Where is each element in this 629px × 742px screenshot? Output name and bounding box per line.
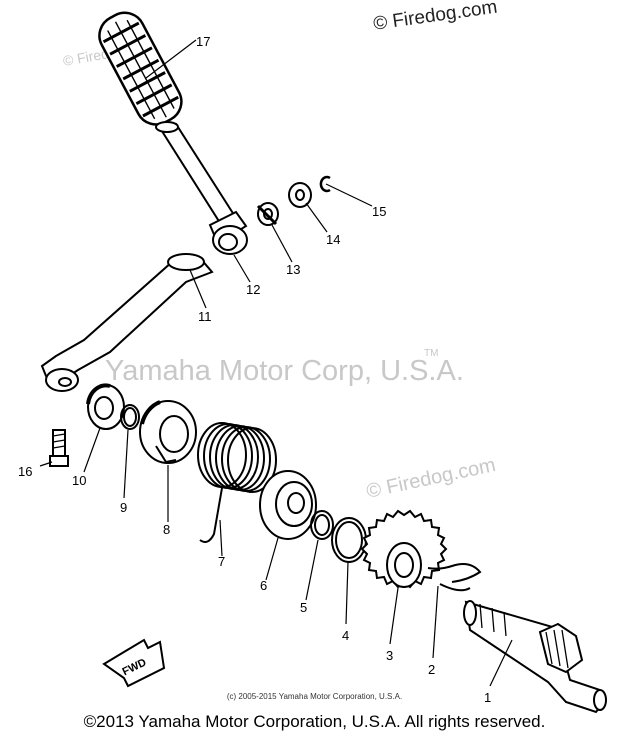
part-bolt — [49, 429, 69, 467]
callout-16: 16 — [18, 464, 32, 479]
part-circlip-5 — [310, 510, 334, 540]
tm-mark: TM — [424, 348, 438, 359]
callout-leaders — [39, 39, 513, 687]
callout-9: 9 — [120, 500, 127, 515]
part-kick-gear — [360, 509, 448, 589]
callout-6: 6 — [260, 578, 267, 593]
part-washer-14 — [288, 182, 312, 208]
callout-1: 1 — [484, 690, 491, 705]
part-ratchet-clip — [427, 563, 482, 592]
footer-copyright: ©2013 Yamaha Motor Corporation, U.S.A. A… — [83, 712, 546, 731]
callout-3: 3 — [386, 648, 393, 663]
firedog-watermark-mid: © Firedog.com — [364, 454, 497, 503]
part-spring-guide — [139, 400, 197, 464]
part-kick-spring — [197, 422, 277, 543]
callout-8: 8 — [163, 522, 170, 537]
callout-2: 2 — [428, 662, 435, 677]
part-oil-seal — [86, 383, 125, 430]
callout-5: 5 — [300, 600, 307, 615]
callout-13: 13 — [286, 262, 300, 277]
callout-4: 4 — [342, 628, 349, 643]
callout-10: 10 — [72, 473, 86, 488]
part-circlip-15 — [319, 175, 331, 193]
yamaha-watermark: Yamaha Motor Corp, U.S.A. — [105, 355, 464, 387]
callout-12: 12 — [246, 282, 260, 297]
callout-15: 15 — [372, 204, 386, 219]
part-kick-axle — [463, 600, 607, 714]
callout-7: 7 — [218, 554, 225, 569]
part-kick-grip-rubber — [98, 11, 183, 126]
part-spring-cover — [259, 470, 317, 540]
callout-11: 11 — [198, 309, 212, 324]
fwd-direction-marker: FWD — [102, 638, 166, 688]
callout-14: 14 — [326, 232, 340, 247]
part-kick-crank — [40, 121, 248, 392]
part-washer-4 — [331, 517, 367, 563]
part-boss — [212, 225, 248, 255]
callout-17: 17 — [196, 34, 210, 49]
part-circlip-9 — [120, 404, 140, 430]
small-copyright: (c) 2005-2015 Yamaha Motor Corporation, … — [226, 692, 403, 701]
part-spring-clip — [256, 202, 279, 226]
